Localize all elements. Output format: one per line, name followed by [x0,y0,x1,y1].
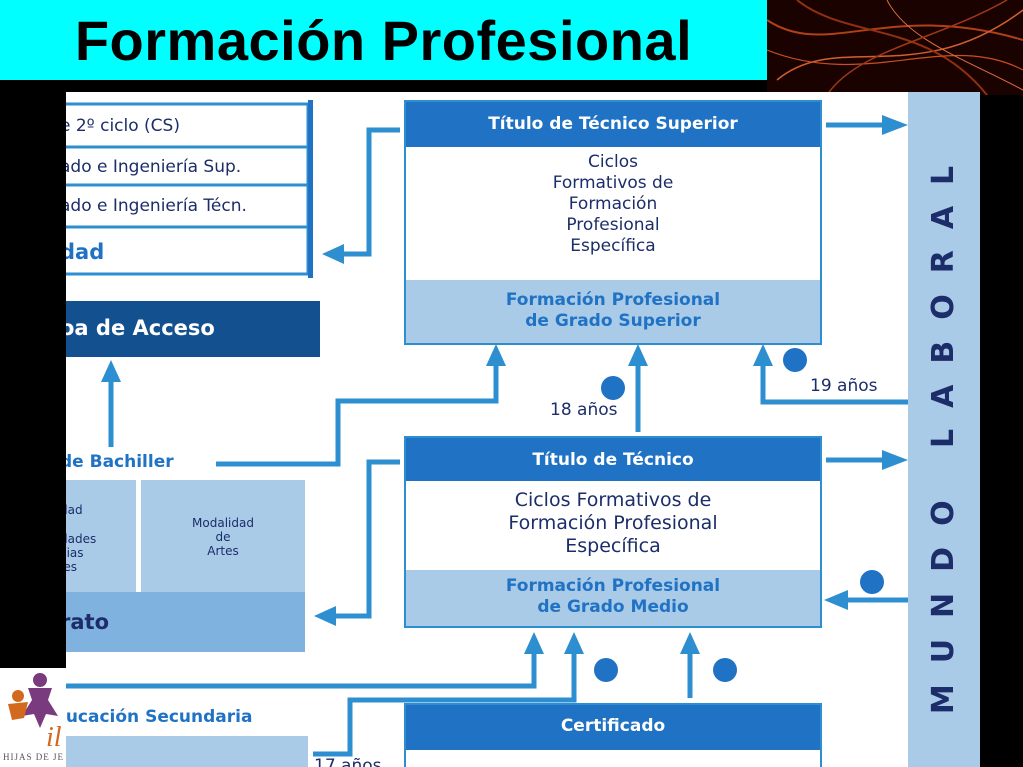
left-line-grado-tec: ado e Ingeniería Técn. [66,196,247,216]
age-18-label: 18 años [550,400,618,420]
modalidad-line-d: les [66,560,77,574]
fp-grado-superior: Formación Profesional de Grado Superior [505,290,721,331]
slide-title: Formación Profesional [74,8,693,72]
fp-diagram: e 2º ciclo (CS) ado e Ingeniería Sup. ad… [66,92,980,767]
modalidad-line-a: dad [66,503,83,517]
age-19-label: 19 años [810,376,878,396]
ciclos-medio-text: Ciclos Formativos de Formación Profesion… [508,489,718,557]
logo-area: il HIJAS DE JE [0,668,66,767]
modalidad-artes: Modalidad de Artes [192,516,254,558]
mundo-laboral-column: MUNDO LABORAL [908,92,980,767]
titulo-tecnico-superior: Título de Técnico Superior [488,114,738,134]
logo-caption: HIJAS DE JE [3,752,65,762]
left-line-grado-sup: ado e Ingeniería Sup. [66,157,242,177]
hijas-logo-icon: il [8,673,62,753]
secundaria-label: lucación Secundaria [66,707,253,727]
titulo-bachiller-label: de Bachiller [66,452,174,472]
left-line-universidad: dad [66,240,105,264]
certificado-label: Certificado [560,716,666,736]
mundo-laboral-label: MUNDO LABORAL [926,144,962,715]
modalidad-line-c: cias [66,546,84,560]
prueba-acceso-label: oa de Acceso [66,316,215,340]
bachillerato-label: rato [66,610,109,634]
svg-text:il: il [46,722,62,748]
title-bar [0,0,767,80]
fp-grado-medio: Formación Profesional de Grado Medio [505,576,721,617]
decorative-background [767,0,1023,95]
age-17-label: 17 años [314,756,382,767]
titulo-tecnico: Título de Técnico [532,450,694,470]
ciclos-superior-text: Ciclos Formativos de Formación Profesion… [552,152,674,256]
left-line-ciclo: e 2º ciclo (CS) [66,116,180,136]
